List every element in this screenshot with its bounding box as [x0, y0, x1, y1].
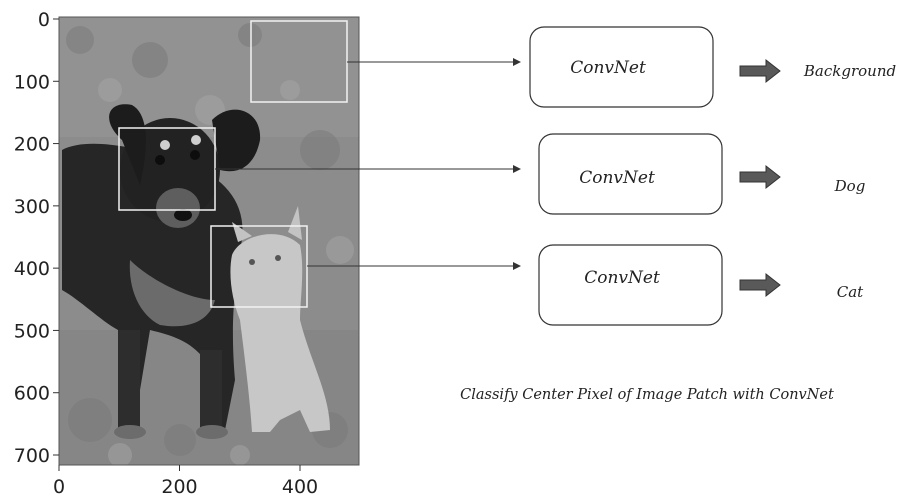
y-tick-label: 100: [14, 71, 50, 93]
image-frame: [58, 16, 360, 466]
x-axis: 0 200 400: [53, 465, 318, 498]
y-tick-label: 0: [38, 9, 50, 31]
y-tick-label: 700: [14, 445, 50, 467]
result-label-background: Background: [803, 62, 896, 80]
y-tick-label: 500: [14, 320, 50, 342]
y-tick-label: 200: [14, 134, 50, 156]
convnet-label-cat: ConvNet: [584, 268, 660, 288]
y-tick-label: 600: [14, 383, 50, 405]
x-tick-label: 200: [161, 476, 197, 498]
output-arrow-background: [739, 58, 781, 84]
photo-dog-and-cat: [59, 17, 359, 465]
convnet-box-background: [529, 26, 714, 108]
y-tick-label: 300: [14, 196, 50, 218]
output-arrow-cat: [739, 272, 781, 298]
diagram-caption: Classify Center Pixel of Image Patch wit…: [460, 387, 834, 403]
convnet-box-dog: [538, 133, 723, 215]
x-tick-label: 400: [282, 476, 318, 498]
convnet-label-dog: ConvNet: [579, 168, 655, 188]
output-arrow-dog: [739, 164, 781, 190]
result-label-dog: Dog: [834, 177, 866, 195]
convnet-box-cat: [538, 244, 723, 326]
y-tick-label: 400: [14, 258, 50, 280]
y-axis: 0 100 200 300 400 500 600 700: [14, 9, 59, 467]
x-tick-label: 0: [53, 476, 65, 498]
result-label-cat: Cat: [837, 283, 864, 301]
convnet-label-background: ConvNet: [570, 58, 646, 78]
